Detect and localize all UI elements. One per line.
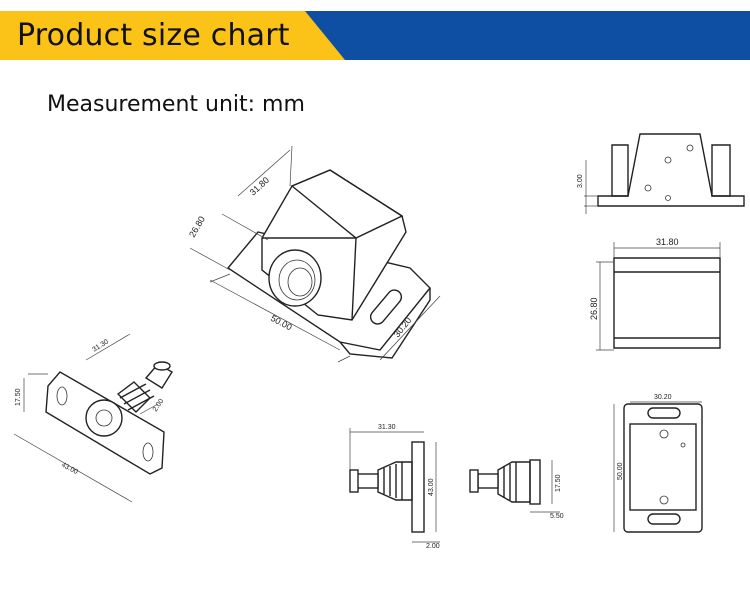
- dim-front-height: 26.80: [589, 297, 599, 320]
- side-view-center: 31.30 43.00 2.00: [349, 424, 440, 550]
- dim-plate-height: 17.50: [15, 388, 22, 406]
- dim-back-height: 50.00: [617, 462, 624, 480]
- dim-top-thickness: 3.00: [577, 174, 584, 188]
- front-view: 31.80 26.80: [589, 237, 721, 351]
- dim-iso-height: 26.80: [187, 214, 207, 239]
- header-accent: [0, 11, 345, 60]
- side-view-connector: 17.50 5.50: [469, 459, 564, 520]
- measurement-unit-label: Measurement unit: mm: [47, 92, 305, 117]
- dim-back-width: 30.20: [654, 394, 672, 401]
- isometric-view: 31.80 26.80 50.00 30.20: [187, 145, 441, 363]
- dim-iso-length: 50.00: [269, 313, 294, 332]
- dim-iso-width: 31.80: [248, 175, 271, 198]
- page-title: Product size chart: [17, 18, 290, 53]
- dim-front-width: 31.80: [656, 237, 679, 247]
- dim-side-height: 43.00: [428, 478, 435, 496]
- side-view-plate: 43.00 17.50 31.30 2.00: [13, 333, 173, 503]
- dim-connector-height: 17.50: [555, 474, 562, 492]
- dim-connector-thickness: 5.50: [550, 513, 564, 520]
- dim-lens-diameter: 2.00: [152, 398, 165, 413]
- back-view: 30.20 50.00: [613, 394, 703, 533]
- top-view: 3.00: [577, 133, 745, 214]
- dim-plate-length: 43.00: [60, 462, 79, 476]
- dim-side-length: 31.30: [378, 424, 396, 431]
- dim-side-thickness: 2.00: [426, 543, 440, 550]
